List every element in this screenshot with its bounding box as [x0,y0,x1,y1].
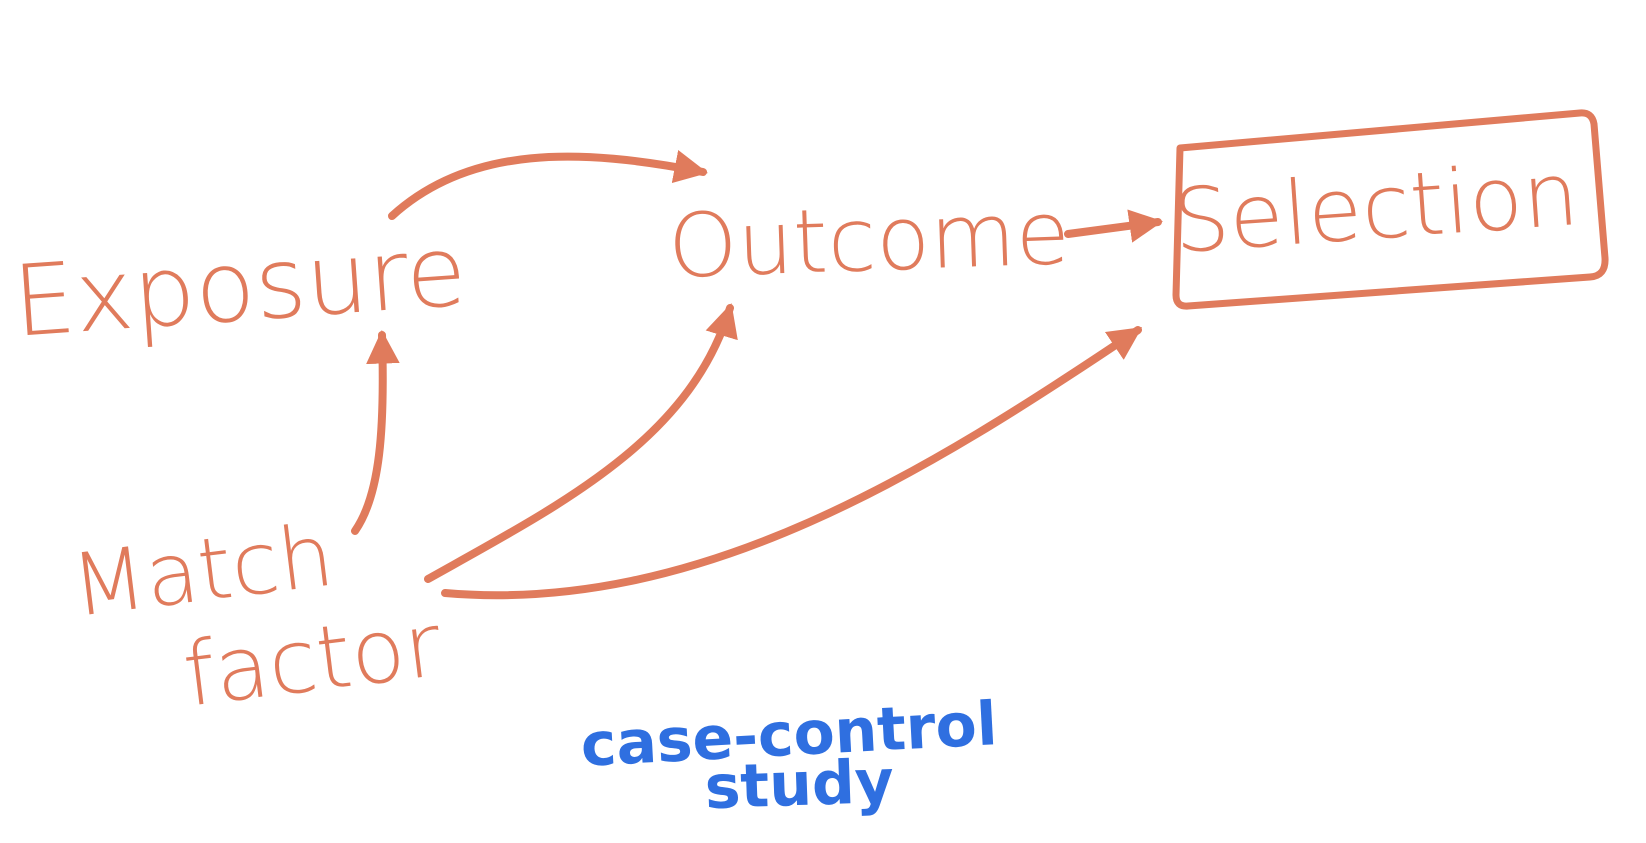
node-outcome-label: Outcome [666,181,1071,298]
edge-match-factor-to-outcome [424,303,738,583]
node-exposure-label: Exposure [9,214,470,359]
node-labels: Exposure Outcome Selection Match factor [9,142,1581,726]
edge-match-factor-to-selection [441,326,1143,600]
edge-match-factor-to-exposure [351,329,400,535]
edge-exposure-to-outcome [388,150,708,220]
node-selection-label: Selection [1170,142,1582,273]
edges [351,150,1163,600]
selection-box [1172,109,1609,310]
caption: case-control study [579,689,999,823]
caption-line2: study [704,747,895,824]
edge-outcome-to-selection [1064,209,1163,243]
